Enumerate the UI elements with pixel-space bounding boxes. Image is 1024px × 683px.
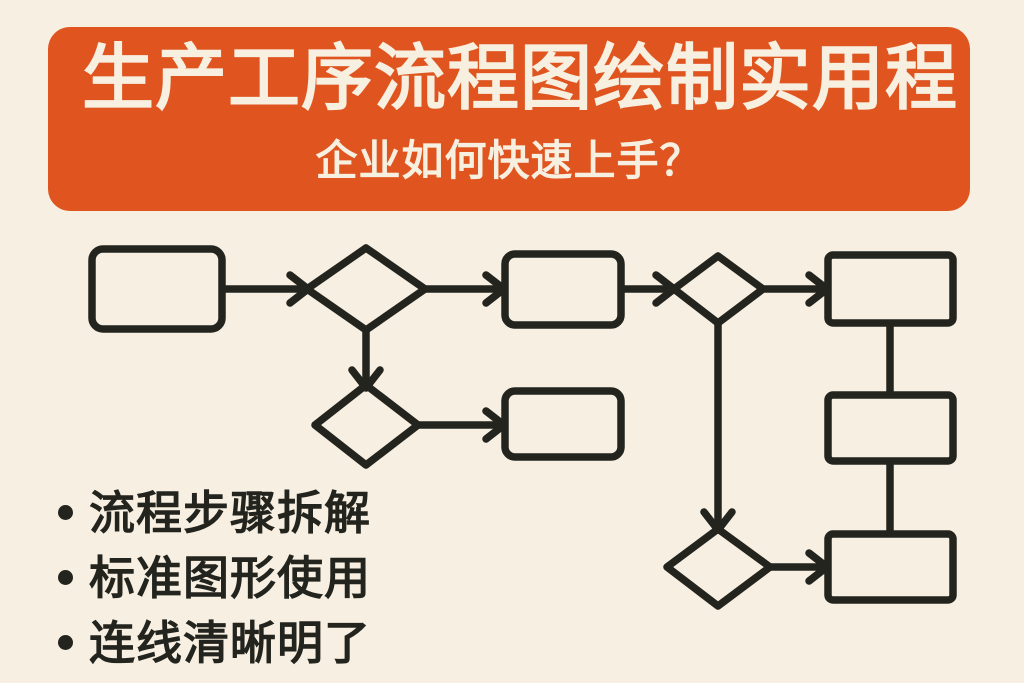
bullet-dot-icon [58, 570, 73, 585]
flow-nodes [88, 244, 957, 610]
flow-node-process-5[interactable] [824, 391, 957, 465]
flow-node-process-6[interactable] [824, 530, 957, 604]
bullet-dot-icon [58, 505, 73, 520]
flow-node-process-4[interactable] [824, 251, 957, 327]
list-item: 标准图形使用 [58, 545, 478, 610]
header-banner: 生产工序流程图绘制实用程 企业如何快速上手？ [48, 27, 970, 211]
page-subtitle: 企业如何快速上手？ [315, 137, 703, 184]
flowchart-diagram [88, 244, 957, 610]
flow-node-decision-4[interactable] [663, 525, 774, 610]
flow-node-decision-3[interactable] [670, 252, 767, 327]
flow-node-decision-1[interactable] [303, 244, 429, 334]
flow-node-process-1[interactable] [88, 245, 226, 333]
page-title: 生产工序流程图绘制实用程 [82, 39, 959, 119]
bullet-dot-icon [58, 635, 73, 650]
bullet-label: 标准图形使用 [89, 551, 371, 604]
bullet-label: 流程步骤拆解 [89, 486, 371, 539]
list-item: 连线清晰明了 [58, 610, 478, 675]
bullet-label: 连线清晰明了 [89, 616, 371, 669]
feature-bullet-list: 流程步骤拆解 标准图形使用 连线清晰明了 [58, 480, 478, 675]
flow-node-process-2[interactable] [501, 250, 625, 329]
flow-node-decision-2[interactable] [311, 381, 422, 469]
flow-node-process-3[interactable] [501, 387, 625, 461]
list-item: 流程步骤拆解 [58, 480, 478, 545]
